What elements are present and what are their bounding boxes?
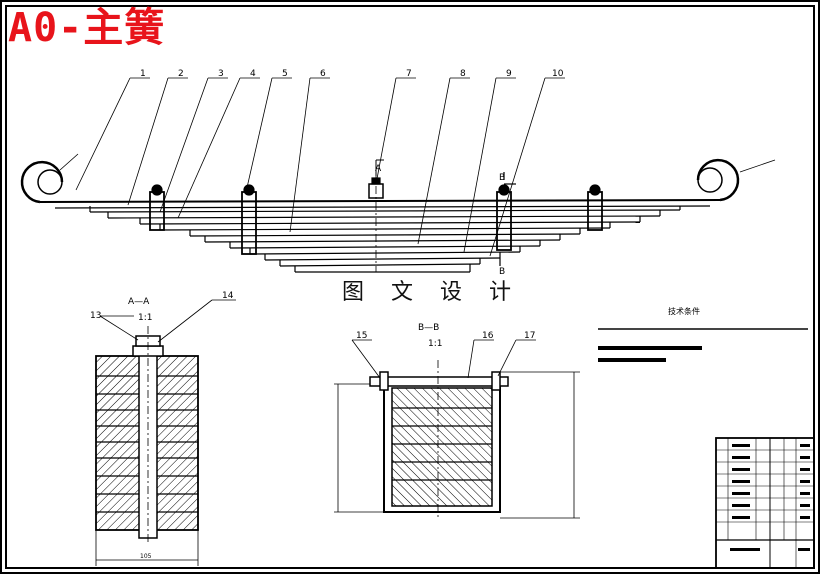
balloon-6: 6 (320, 69, 326, 79)
section-a-a-view (95, 299, 236, 566)
balloon-9: 9 (506, 69, 512, 79)
balloon-13: 13 (90, 311, 101, 321)
watermark-text: 图 文 设 计 (342, 280, 521, 305)
leader-lines (75, 77, 565, 257)
title-block (715, 437, 815, 569)
leaf-spring-elevation (20, 153, 776, 273)
section-mark-b-bottom: B (499, 267, 505, 277)
technical-requirements (598, 328, 808, 362)
section-b-b-label: B—B (418, 323, 439, 333)
dim-width-a: 105 (140, 553, 152, 560)
balloon-1: 1 (140, 69, 146, 79)
balloon-15: 15 (356, 331, 367, 341)
tech-requirements-heading: 技术条件 (668, 306, 700, 316)
balloon-4: 4 (250, 69, 256, 79)
balloon-10: 10 (552, 69, 564, 79)
section-a-a-label: A—A (128, 297, 150, 307)
balloon-16: 16 (482, 331, 494, 341)
section-mark-b-top: B (499, 173, 505, 183)
section-b-b-scale: 1:1 (428, 339, 442, 349)
balloon-8: 8 (460, 69, 466, 79)
balloon-5: 5 (282, 69, 288, 79)
drawing-title: A0-主簧 (8, 5, 166, 51)
balloon-2: 2 (178, 69, 184, 79)
balloon-3: 3 (218, 69, 224, 79)
balloon-14: 14 (222, 291, 234, 301)
inner-border (5, 5, 815, 569)
balloon-7: 7 (406, 69, 412, 79)
balloon-17: 17 (524, 331, 535, 341)
section-a-a-scale: 1:1 (138, 313, 152, 323)
section-b-b-view (334, 339, 580, 520)
